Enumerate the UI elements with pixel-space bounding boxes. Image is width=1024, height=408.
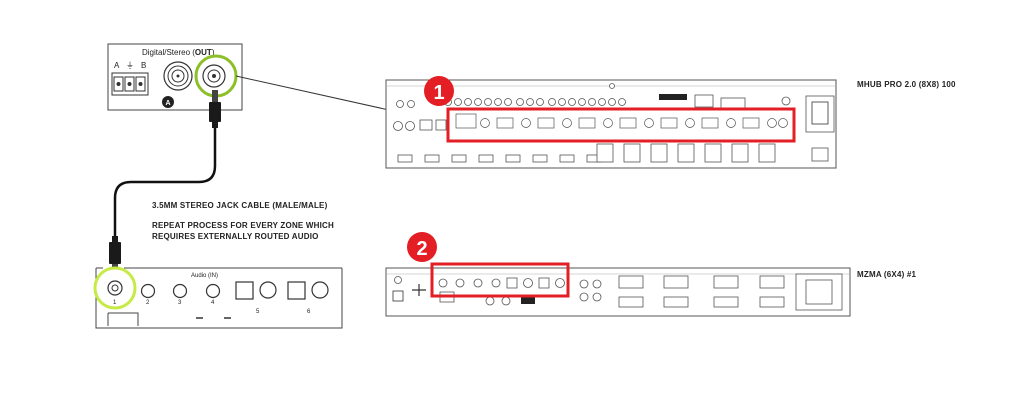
badge-a: A <box>162 96 174 108</box>
port-number-5: 5 <box>256 309 260 315</box>
optical-port-6 <box>287 281 306 300</box>
audio-cable <box>113 128 217 236</box>
mzma-zoom-audio-label: Audio (IN) <box>191 273 218 279</box>
mhub-audio-out-highlight <box>446 107 796 143</box>
mzma-device-label: MZMA (6X4) #1 <box>857 270 917 279</box>
stereo-out-jack <box>202 64 226 88</box>
cable-title: 3.5MM STEREO JACK CABLE (MALE/MALE) <box>152 201 328 210</box>
jack-plug-top <box>209 90 221 128</box>
connector-box-title: Digital/Stereo (OUT) <box>142 48 215 57</box>
terminal-block <box>111 72 149 96</box>
callout-2: 2 <box>407 232 437 262</box>
terminal-label-b: B <box>141 61 146 70</box>
connector-box: Digital/Stereo (OUT) A ⏚ B A <box>107 43 243 111</box>
callout-1: 1 <box>424 76 454 106</box>
svg-text:1: 1 <box>433 82 444 104</box>
audio-in-jack-3 <box>172 283 188 299</box>
mzma-rear-panel <box>385 262 851 317</box>
cable-note-line1: REPEAT PROCESS FOR EVERY ZONE WHICH <box>152 221 334 230</box>
terminal-label-ground: ⏚ <box>126 61 134 70</box>
cable-note-line2: REQUIRES EXTERNALLY ROUTED AUDIO <box>152 232 319 241</box>
audio-in-jack-2 <box>140 283 156 299</box>
audio-in-jack-4 <box>205 283 221 299</box>
terminal-label-a: A <box>114 61 120 70</box>
coax-socket <box>163 61 193 91</box>
coax-port-5 <box>259 281 277 299</box>
port-number-2: 2 <box>146 300 150 306</box>
port-number-4: 4 <box>211 300 215 306</box>
green-highlight-in <box>93 266 137 310</box>
mhub-device-label: MHUB PRO 2.0 (8X8) 100 <box>857 80 956 89</box>
port-number-3: 3 <box>178 300 182 306</box>
optical-port-5 <box>235 281 254 300</box>
port-number-6: 6 <box>307 309 311 315</box>
svg-text:A: A <box>165 100 170 107</box>
mhub-rear-panel <box>385 79 837 169</box>
mzma-audio-in-highlight <box>430 262 570 298</box>
coax-port-6 <box>311 281 329 299</box>
port-number-1: 1 <box>113 300 117 306</box>
svg-text:2: 2 <box>416 238 427 260</box>
mzma-zoom-panel: Audio (IN) 1 2 3 4 5 6 <box>93 266 343 329</box>
